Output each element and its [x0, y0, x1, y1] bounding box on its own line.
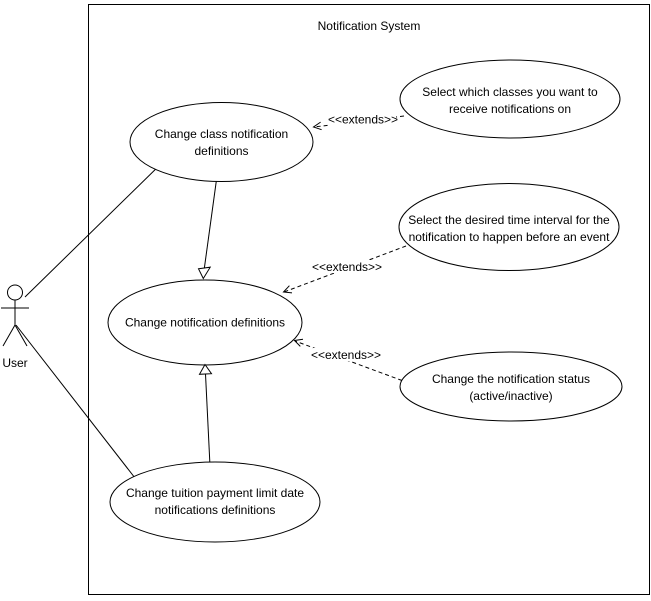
use-case-select-time-interval: Select the desired time interval for the…	[398, 183, 620, 271]
actor-user: User	[1, 284, 29, 370]
generalization-arrowhead-down-icon	[197, 266, 212, 280]
stereotype-label: <<extends>>	[312, 260, 382, 274]
use-case-ellipse	[109, 461, 321, 543]
use-case-label-line1: Change notification definitions	[125, 316, 285, 330]
association-user-to-change-class	[24, 159, 166, 298]
stereotype-label: <<extends>>	[328, 113, 398, 127]
system-title: Notification System	[318, 19, 421, 33]
generalization-change-class-line	[203, 175, 218, 269]
association-user-to-change-tuition	[15, 324, 136, 479]
stereotype-label: <<extends>>	[311, 348, 381, 362]
use-case-ellipse	[399, 351, 623, 422]
use-case-label-line1: Change class notification	[155, 127, 288, 141]
extend-arrowhead-icon	[293, 338, 304, 347]
system-boundary	[88, 4, 650, 595]
use-case-label-line1: Select which classes you want to	[422, 85, 598, 99]
use-case-change-tuition-payment-limit-date: Change tuition payment limit date notifi…	[109, 461, 321, 543]
extend-label-select-classes: <<extends>>	[328, 113, 398, 127]
use-case-label-line2: notification to happen before an event	[409, 230, 610, 244]
use-case-label-line1: Change tuition payment limit date	[126, 486, 304, 500]
use-case-label-line2: receive notifications on	[449, 102, 571, 116]
actor-left-leg-icon	[2, 324, 16, 347]
generalization-change-tuition-line	[205, 373, 211, 467]
use-case-label-line1: Select the desired time interval for the	[408, 213, 610, 227]
use-case-label-line2: notifications definitions	[155, 503, 276, 517]
use-case-label-line2: (active/inactive)	[469, 389, 552, 403]
generalization-arrowhead-up-icon	[198, 363, 213, 375]
use-case-change-notification-definitions: Change notification definitions	[107, 279, 303, 366]
extend-arrowhead-icon	[282, 285, 293, 294]
extend-label-select-time-interval: <<extends>>	[312, 260, 382, 274]
extend-arrowhead-icon	[312, 121, 322, 131]
use-case-ellipse	[399, 59, 621, 139]
label-background	[313, 348, 381, 361]
use-case-change-class-notification-definitions: Change class notification definitions	[129, 102, 314, 182]
label-background	[312, 260, 382, 273]
use-case-label-line2: definitions	[194, 144, 248, 158]
use-case-change-notification-status: Change the notification status (active/i…	[399, 351, 623, 422]
extend-label-change-status: <<extends>>	[311, 348, 381, 362]
label-background	[330, 113, 396, 126]
use-case-ellipse	[129, 102, 314, 182]
actor-head-icon	[7, 284, 23, 301]
use-case-label-line1: Change the notification status	[432, 372, 590, 386]
actor-right-leg-icon	[14, 324, 28, 347]
use-case-select-classes-for-notifications: Select which classes you want to receive…	[399, 59, 621, 139]
actor-label: User	[2, 356, 27, 370]
use-case-ellipse	[398, 183, 620, 271]
